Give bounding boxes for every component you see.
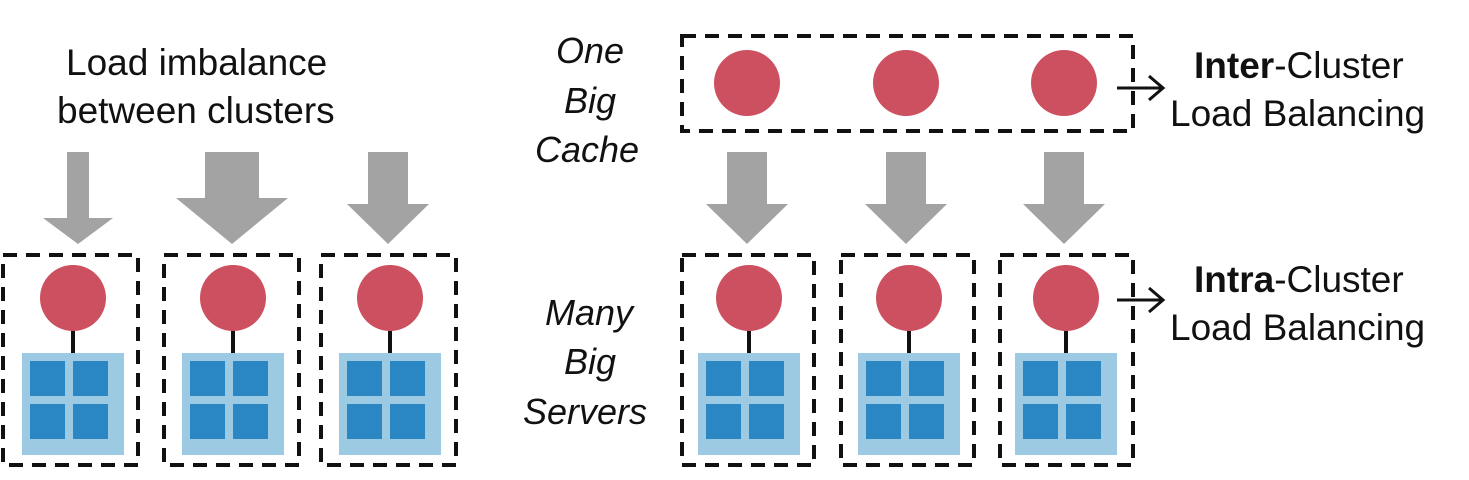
many-big-servers-line1: Many	[545, 292, 634, 333]
dashed-cluster-border	[680, 253, 816, 467]
down-arrow-icon	[43, 152, 113, 244]
down-arrow-icon	[706, 152, 788, 244]
cache-node-icon	[714, 50, 780, 116]
server-core	[749, 404, 784, 439]
cache-node-icon	[873, 50, 939, 116]
server-core	[30, 404, 65, 439]
dashed-cluster-border	[319, 253, 458, 467]
server-grid-icon	[339, 353, 441, 455]
dashed-cache-border	[680, 34, 1135, 133]
server-core	[347, 404, 382, 439]
dashed-cluster-border	[162, 253, 301, 467]
cache-node-icon	[1033, 265, 1099, 331]
right-clusters	[680, 34, 1166, 467]
server-core	[233, 404, 268, 439]
server-core	[866, 404, 901, 439]
arrow-head	[1148, 286, 1166, 314]
intra-rest-text: -Cluster	[1274, 259, 1404, 300]
one-big-cache-line3: Cache	[535, 129, 640, 170]
server-core	[347, 361, 382, 396]
cache-node-icon	[716, 265, 782, 331]
down-arrow-icon	[1023, 152, 1105, 244]
intra-cluster-label-line2: Load Balancing	[1170, 307, 1426, 348]
server-core	[190, 404, 225, 439]
many-big-servers-line2: Big	[564, 341, 617, 382]
many-big-servers-line3: Servers	[523, 391, 648, 432]
down-arrow-icon	[347, 152, 429, 244]
intra-cluster-label: Intra-Cluster	[1194, 259, 1404, 301]
left-heading-line2: between clusters	[57, 90, 335, 131]
server-core	[909, 361, 944, 396]
server-core	[390, 404, 425, 439]
server-core	[1066, 361, 1101, 396]
down-arrow-icon	[176, 152, 288, 244]
server-core	[706, 404, 741, 439]
server-core	[749, 361, 784, 396]
dashed-cluster-border	[998, 253, 1135, 467]
server-core	[30, 361, 65, 396]
one-big-cache-line2: Big	[564, 80, 617, 121]
server-core	[190, 361, 225, 396]
left-heading-line1: Load imbalance	[66, 42, 328, 83]
arrow-head	[1148, 74, 1166, 102]
cluster-box	[319, 253, 458, 467]
server-core	[390, 361, 425, 396]
down-arrow-icon	[865, 152, 947, 244]
server-grid-icon	[182, 353, 284, 455]
inter-cluster-label-line2: Load Balancing	[1170, 93, 1426, 134]
cluster-box	[1, 253, 140, 467]
one-big-cache-line1: One	[556, 30, 625, 71]
one-big-cache-box	[680, 34, 1135, 133]
server-core	[1023, 361, 1058, 396]
cluster-box	[162, 253, 301, 467]
server-grid-icon	[22, 353, 124, 455]
right-arrow-icon	[1117, 74, 1166, 102]
intra-bold-text: Intra	[1194, 259, 1275, 300]
cache-node-icon	[1031, 50, 1097, 116]
cluster-box	[839, 253, 976, 467]
inter-bold-text: Inter	[1194, 45, 1275, 86]
left-clusters	[1, 152, 458, 467]
server-core	[233, 361, 268, 396]
dashed-cluster-border	[1, 253, 140, 467]
server-core	[1023, 404, 1058, 439]
server-core	[73, 404, 108, 439]
server-grid-icon	[1015, 353, 1117, 455]
server-core	[866, 361, 901, 396]
cluster-box	[998, 253, 1135, 467]
inter-cluster-label: Inter-Cluster	[1194, 45, 1404, 87]
right-arrow-icon	[1117, 286, 1166, 314]
server-core	[73, 361, 108, 396]
server-core	[909, 404, 944, 439]
server-grid-icon	[698, 353, 800, 455]
cluster-box	[680, 253, 816, 467]
dashed-cluster-border	[839, 253, 976, 467]
cache-node-icon	[40, 265, 106, 331]
inter-rest-text: -Cluster	[1274, 45, 1404, 86]
server-core	[706, 361, 741, 396]
server-core	[1066, 404, 1101, 439]
cache-node-icon	[876, 265, 942, 331]
cache-node-icon	[200, 265, 266, 331]
server-grid-icon	[858, 353, 960, 455]
cache-node-icon	[357, 265, 423, 331]
